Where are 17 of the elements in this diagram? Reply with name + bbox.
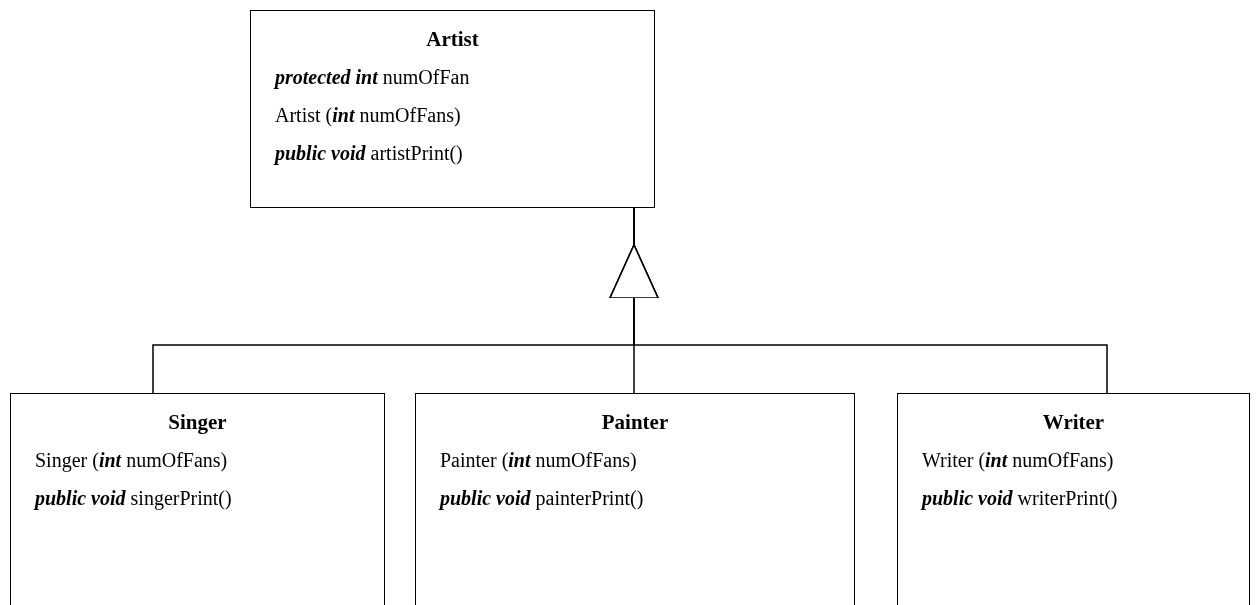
class-box: [897, 393, 1250, 605]
class-attribute: protected int numOfFan: [275, 65, 470, 89]
class-box: [250, 10, 655, 208]
class-name: Writer: [1042, 410, 1105, 434]
class-method: Artist (int numOfFans): [275, 103, 461, 127]
class-box: [415, 393, 855, 605]
class-method: public void artistPrint(): [275, 141, 463, 165]
class-method: public void writerPrint(): [922, 486, 1118, 510]
class-name: Painter: [601, 410, 669, 434]
class-method: Painter (int numOfFans): [440, 448, 637, 472]
class-box: [10, 393, 385, 605]
class-name: Artist: [426, 27, 479, 51]
class-method: public void painterPrint(): [440, 486, 644, 510]
class-method: public void singerPrint(): [35, 486, 232, 510]
class-method: Writer (int numOfFans): [922, 448, 1114, 472]
class-method: Singer (int numOfFans): [35, 448, 228, 472]
class-name: Singer: [168, 410, 227, 434]
